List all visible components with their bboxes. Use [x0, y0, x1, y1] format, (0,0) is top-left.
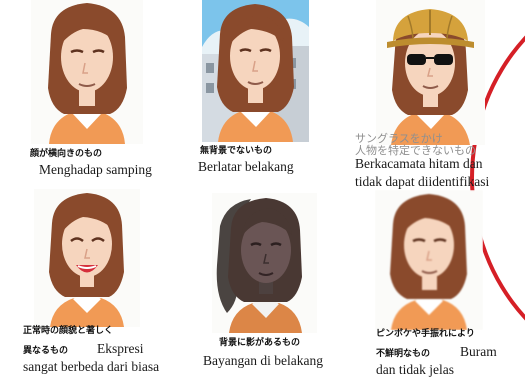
caption-id-shadow: Bayangan di belakang — [203, 353, 323, 368]
caption-jp-expression-line2: 異なるもの — [23, 346, 69, 356]
photo-different-expression — [34, 189, 140, 327]
photo-with-background — [202, 0, 309, 142]
caption-jp-shadow: 背景に影があるもの — [219, 338, 301, 348]
caption-id-background: Berlatar belakang — [198, 159, 294, 174]
photo-sunglasses — [376, 0, 485, 145]
photo-background-shadow — [212, 193, 317, 333]
portrait-background-shadow-icon — [212, 193, 317, 333]
caption-id-blurry-inline: Buram — [460, 344, 497, 359]
portrait-blurry-icon — [375, 190, 483, 330]
caption-jp-blurry-line2: 不鮮明なもの — [376, 349, 431, 359]
photo-blurry — [375, 190, 483, 330]
caption-id-expression-inline: Ekspresi — [97, 341, 144, 356]
caption-jp-expression-line1: 正常時の顔貌と著しく — [23, 326, 114, 336]
caption-id-sunglasses-line2: tidak dapat diidentifikasi — [355, 174, 490, 189]
caption-id-expression-line2: sangat berbeda dari biasa — [23, 359, 160, 374]
caption-id-side-facing: Menghadap samping — [39, 162, 152, 177]
portrait-sunglasses-icon — [376, 0, 485, 145]
caption-id-sunglasses-line1: Berkacamata hitam dan — [355, 156, 483, 171]
caption-jp-sunglasses-line1: サングラスをかけ — [355, 132, 443, 145]
portrait-side-facing-icon — [31, 0, 143, 144]
caption-jp-blurry-line1: ピンボケや手振れにより — [376, 329, 475, 339]
photo-side-facing — [31, 0, 143, 144]
portrait-with-background-icon — [202, 0, 309, 142]
caption-jp-side-facing: 顔が横向きのもの — [30, 149, 103, 159]
caption-jp-sunglasses-line2: 人物を特定できないもの — [355, 144, 476, 157]
portrait-different-expression-icon — [34, 189, 140, 327]
caption-jp-background: 無背景でないもの — [200, 146, 273, 156]
caption-id-blurry-line2: dan tidak jelas — [376, 362, 454, 377]
